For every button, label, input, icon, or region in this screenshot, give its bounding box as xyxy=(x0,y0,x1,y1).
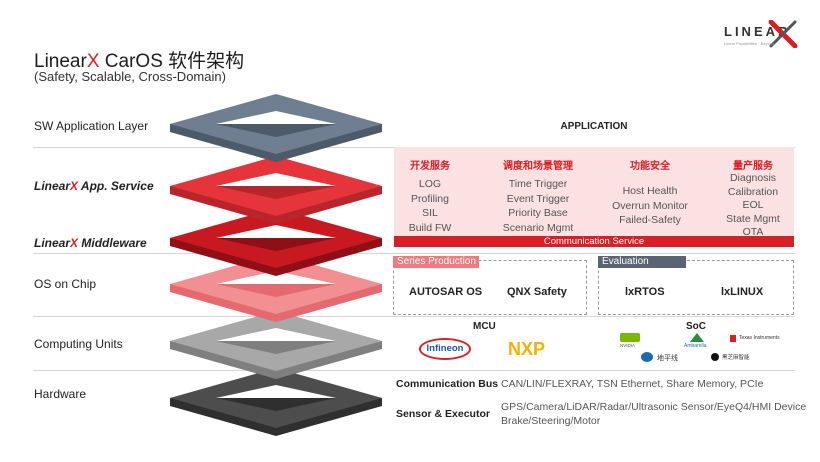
layer-tile-computing-units xyxy=(170,311,382,379)
service-item: Event Trigger xyxy=(506,192,570,205)
layer-label-os-on-chip: OS on Chip xyxy=(34,277,97,291)
ti-logo-text: Texas Instruments xyxy=(739,335,780,341)
title-brand: Linear xyxy=(34,51,87,72)
ti-icon xyxy=(730,335,736,342)
service-column-dev: 开发服务 LOG Profiling SIL Build FW xyxy=(398,157,462,235)
service-item: Host Health xyxy=(622,185,678,197)
layer-tile-middleware xyxy=(170,208,382,276)
app-service-brand: Linear xyxy=(34,179,71,193)
title-rest: CarOS 软件架构 xyxy=(99,51,245,72)
horizon-robotics-icon xyxy=(641,352,653,362)
app-service-rest: App. Service xyxy=(78,179,154,193)
layer-tile-sw-application xyxy=(170,94,382,162)
service-column-title: 调度和场景管理 xyxy=(503,161,573,172)
service-item: Time Trigger xyxy=(508,178,568,190)
application-title: APPLICATION xyxy=(560,121,628,132)
os-item-lxrtos: lxRTOS xyxy=(625,286,665,298)
series-production-tag: Series Production xyxy=(393,256,479,268)
layer-label-app-service: LinearX App. Service xyxy=(34,179,154,193)
separator xyxy=(33,316,795,317)
logo-x-icon xyxy=(768,20,798,48)
black-sesame-icon xyxy=(711,353,719,361)
ambarella-icon xyxy=(690,333,704,342)
service-item: OTA xyxy=(742,226,764,238)
horizon-robotics-logo-text: 地平线 xyxy=(657,355,678,362)
service-column-safety: 功能安全 Host Health Overrun Monitor Failed-… xyxy=(604,157,696,228)
logo-tagline: Linear Possibilities · Beyond xyxy=(724,41,775,46)
comm-bus-value: CAN/LIN/FLEXRAY, TSN Ethernet, Share Mem… xyxy=(501,378,764,390)
service-item: Diagnosis xyxy=(729,172,777,184)
separator xyxy=(33,253,795,254)
service-column-title: 功能安全 xyxy=(630,161,670,172)
infineon-logo: Infineon xyxy=(419,338,471,360)
layer-label-computing-units: Computing Units xyxy=(34,337,123,351)
black-sesame-logo-text: 黑芝麻智能 xyxy=(722,355,750,361)
separator xyxy=(33,370,795,371)
app-service-panel: 开发服务 LOG Profiling SIL Build FW 调度和场景管理 … xyxy=(394,147,794,247)
ambarella-logo-text: Ambarella xyxy=(684,343,707,349)
service-item: EOL xyxy=(742,199,764,211)
service-item: SIL xyxy=(422,207,438,219)
logo-text: LINEAR xyxy=(724,24,791,39)
layer-tile-hardware xyxy=(170,368,382,436)
service-item: State Mgmt xyxy=(726,212,780,225)
mcu-title: MCU xyxy=(473,321,496,332)
middleware-brand: Linear xyxy=(34,236,71,250)
middleware-brand-x: X xyxy=(70,236,79,250)
service-item: Profiling xyxy=(411,192,449,205)
layer-tile-app-service xyxy=(170,156,382,224)
page-subtitle: (Safety, Scalable, Cross-Domain) xyxy=(34,69,226,84)
os-item-qnx: QNX Safety xyxy=(507,286,567,298)
service-column-title: 量产服务 xyxy=(733,161,773,172)
middleware-rest: Middleware xyxy=(78,236,147,250)
service-column-title: 开发服务 xyxy=(410,161,450,172)
service-item: Scenario Mgmt xyxy=(502,221,574,234)
sensor-executor-label: Sensor & Executor xyxy=(396,408,490,420)
nvidia-icon xyxy=(620,333,640,342)
os-item-autosar: AUTOSAR OS xyxy=(409,286,483,298)
evaluation-tag: Evaluation xyxy=(598,256,686,268)
sensor-value-line-2: Brake/Steering/Motor xyxy=(501,415,601,427)
communication-service-bar: Communication Service xyxy=(394,236,794,247)
soc-title: SoC xyxy=(686,321,706,332)
layer-label-sw-application: SW Application Layer xyxy=(34,119,149,133)
service-item: Priority Base xyxy=(508,207,568,219)
layer-stack-diagram xyxy=(170,94,382,436)
service-item: Calibration xyxy=(727,185,779,198)
service-column-production: 量产服务 Diagnosis Calibration EOL State Mgm… xyxy=(716,157,790,240)
title-brand-x: X xyxy=(86,51,100,72)
service-item: Failed-Safety xyxy=(619,214,681,226)
layer-label-hardware: Hardware xyxy=(34,387,87,401)
app-service-brand-x: X xyxy=(70,179,79,193)
os-item-lxlinux: lxLINUX xyxy=(721,286,764,298)
layer-tile-os-on-chip xyxy=(170,254,382,322)
series-production-box xyxy=(393,260,587,315)
service-item: Build FW xyxy=(408,221,452,234)
service-item: LOG xyxy=(418,178,442,190)
service-item: Overrun Monitor xyxy=(612,199,688,212)
nvidia-logo-text: NVIDIA xyxy=(620,343,636,348)
linearx-logo: LINEAR Linear Possibilities · Beyond xyxy=(724,20,798,48)
nxp-logo: NXP xyxy=(508,339,546,359)
layer-label-middleware: LinearX Middleware xyxy=(34,236,147,250)
sensor-value-line-1: GPS/Camera/LiDAR/Radar/Ultrasonic Sensor… xyxy=(501,401,807,413)
page-title: LinearX CarOS 软件架构 xyxy=(34,46,244,73)
service-column-scheduling: 调度和场景管理 Time Trigger Event Trigger Prior… xyxy=(492,157,584,235)
comm-bus-label: Communication Bus xyxy=(396,378,499,390)
evaluation-box xyxy=(598,260,794,315)
